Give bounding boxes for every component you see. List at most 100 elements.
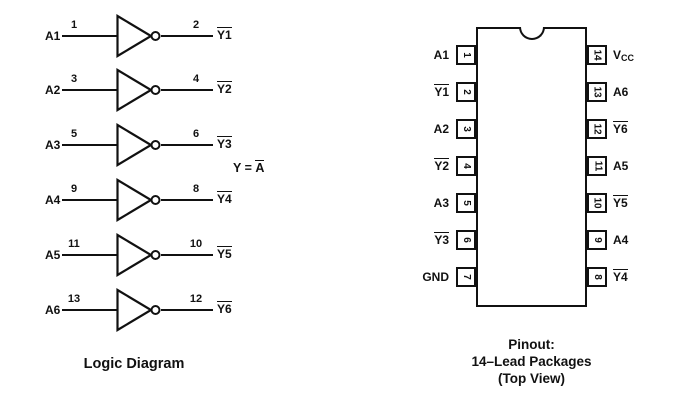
gate-input-label: A6 (45, 303, 61, 317)
pin-number: 3 (461, 126, 472, 132)
inverter-gate-row: A6 13 12 Y6 (45, 283, 307, 337)
pin-label-text: Y4 (613, 269, 628, 284)
inverter-symbol-icon (116, 233, 161, 277)
pin-label-text: Y1 (434, 84, 449, 99)
pin-label: A5 (613, 158, 675, 174)
pin-box: 3 (456, 119, 476, 139)
input-wire (62, 199, 118, 201)
equation: Y = A (233, 160, 265, 176)
gate-output-label: Y6 (217, 301, 232, 316)
pin-label: Y3 (356, 232, 449, 248)
inverter-symbol-icon (116, 123, 161, 167)
pin-label-text: A4 (613, 233, 629, 247)
pin-box: 5 (456, 193, 476, 213)
gate-input-pin-number: 1 (70, 19, 78, 31)
pin-label: Y5 (613, 195, 675, 211)
pin-number: 11 (591, 160, 603, 172)
inverter-symbol-icon (116, 288, 161, 332)
pin-label: VCC (613, 47, 675, 63)
output-wire (161, 35, 213, 37)
pin-label: Y1 (356, 84, 449, 100)
gate-output-pin-number: 12 (189, 293, 203, 305)
pin-label: A2 (356, 121, 449, 137)
gate-input-label: A2 (45, 83, 61, 97)
gate-input-label: A5 (45, 248, 61, 262)
pin-box: 8 (587, 267, 607, 287)
pin-number: 8 (592, 274, 603, 280)
pin-label-text: A2 (433, 122, 449, 136)
pin-number: 9 (592, 237, 603, 243)
pin-label-text: A1 (433, 48, 449, 62)
pin-label-text: A3 (433, 196, 449, 210)
output-wire (161, 144, 213, 146)
pin-box: 2 (456, 82, 476, 102)
inverter-symbol-icon (116, 14, 161, 58)
output-wire (161, 199, 213, 201)
pin-label-text: Y3 (434, 232, 449, 247)
gate-input-pin-number: 9 (70, 183, 78, 195)
inverter-gate-row: A4 9 8 Y4 (45, 173, 307, 227)
output-wire (161, 89, 213, 91)
pin-box: 12 (587, 119, 607, 139)
pin-number: 6 (461, 237, 472, 243)
pin-label: GND (356, 269, 449, 285)
pin-box: 9 (587, 230, 607, 250)
pin-label: A4 (613, 232, 675, 248)
pin-box: 13 (587, 82, 607, 102)
pin-box: 10 (587, 193, 607, 213)
pin-box: 14 (587, 45, 607, 65)
gate-input-pin-number: 3 (70, 73, 78, 85)
input-wire (62, 144, 118, 146)
inverter-symbol-icon (116, 68, 161, 112)
gate-output-label: Y4 (217, 191, 232, 206)
pin-number: 7 (461, 274, 472, 280)
output-wire (161, 309, 213, 311)
pin-box: 6 (456, 230, 476, 250)
pin-label: A1 (356, 47, 449, 63)
pin-label-text: V (613, 48, 622, 62)
pin-number: 10 (592, 197, 603, 209)
pin-label-text: A5 (613, 159, 629, 173)
inverter-gate-row: A2 3 4 Y2 (45, 63, 307, 117)
gate-input-pin-number: 13 (67, 293, 81, 305)
gate-input-label: A4 (45, 193, 61, 207)
equation-rhs-overline: A (255, 160, 265, 175)
pin-label: Y2 (356, 158, 449, 174)
inverter-gate-row: A1 1 2 Y1 (45, 9, 307, 63)
pin-number: 4 (461, 163, 472, 169)
pin-box: 4 (456, 156, 476, 176)
gate-input-label: A1 (45, 29, 61, 43)
gate-input-label: A3 (45, 138, 61, 152)
inverter-symbol-icon (116, 178, 161, 222)
pin-number: 14 (592, 49, 603, 61)
pin-label-text: Y6 (613, 121, 628, 136)
gate-output-label: Y1 (217, 27, 232, 42)
pin-label: A6 (613, 84, 675, 100)
input-wire (62, 35, 118, 37)
pin-label-text: GND (422, 270, 449, 284)
logic-diagram-caption: Logic Diagram (83, 356, 185, 372)
pin-box: 7 (456, 267, 476, 287)
pin-label: Y6 (613, 121, 675, 137)
pin-label: A3 (356, 195, 449, 211)
inverter-gate-row: A5 11 10 Y5 (45, 228, 307, 282)
gate-output-pin-number: 2 (192, 19, 200, 31)
pinout-caption-line3: (Top View) (498, 371, 565, 386)
gate-output-label: Y2 (217, 81, 232, 96)
pin-label: Y4 (613, 269, 675, 285)
gate-output-pin-number: 8 (192, 183, 200, 195)
gate-output-pin-number: 4 (192, 73, 200, 85)
pin-box: 1 (456, 45, 476, 65)
pin-label-subscript: CC (621, 53, 635, 63)
equation-lhs: Y = (233, 161, 256, 175)
output-wire (161, 254, 213, 256)
gate-output-label: Y5 (217, 246, 232, 261)
pinout-caption-line2: 14–Lead Packages (471, 354, 592, 369)
pin-box: 11 (587, 156, 607, 176)
gate-output-pin-number: 6 (192, 128, 200, 140)
pin-number: 12 (592, 123, 603, 135)
input-wire (62, 309, 118, 311)
gate-output-label: Y3 (217, 136, 232, 151)
pinout-caption-line1: Pinout: (508, 337, 555, 352)
